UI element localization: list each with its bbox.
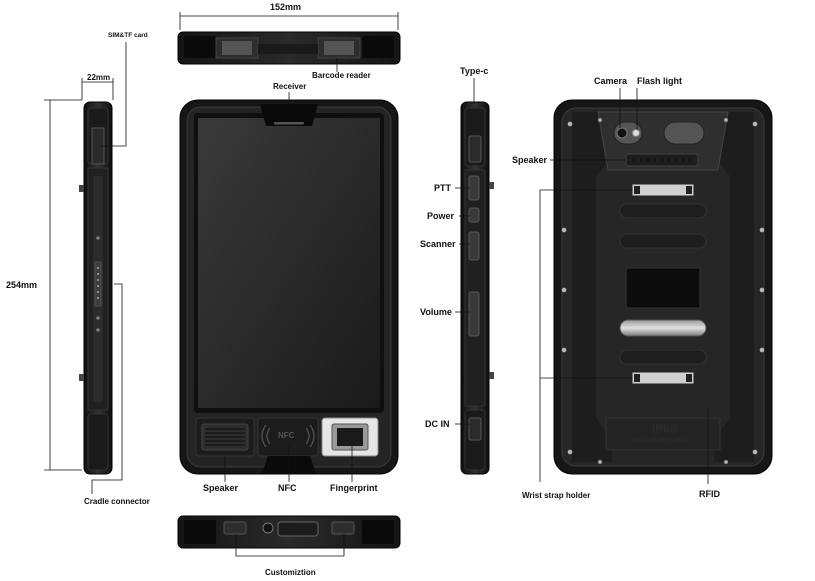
wrist-strap-holder-label: Wrist strap holder: [522, 491, 591, 500]
bottom-connector: [277, 521, 319, 537]
volume-button: [468, 291, 480, 337]
width-dimension: [179, 12, 399, 30]
strap-holder-slot: [634, 374, 640, 382]
bottom-port-left: [223, 521, 247, 535]
nfc-waves: [261, 424, 315, 448]
strap-clip: [79, 185, 84, 192]
strap-clip: [489, 182, 494, 189]
receiver-grill: [274, 122, 304, 125]
speaker-grill: [201, 423, 249, 451]
barcode-window-left: [222, 41, 252, 55]
front-view: [179, 99, 399, 475]
flash-light: [632, 129, 640, 137]
ip-rating-emboss: IP68: [652, 422, 677, 436]
nfc-logo-text: NFC: [278, 431, 295, 440]
back-speaker-grill: [625, 153, 699, 167]
ptt-button: [468, 175, 480, 201]
depth-label: 22mm: [87, 73, 111, 82]
power-label: Power: [427, 211, 455, 221]
nfc-label: NFC: [278, 483, 297, 493]
right-side-view: [460, 101, 494, 475]
camera-label: Camera: [594, 76, 628, 86]
strap-holder-slot: [634, 186, 640, 194]
receiver-label: Receiver: [273, 82, 307, 91]
back-side-grip-left: [572, 112, 612, 462]
strap-clip: [489, 372, 494, 379]
width-label: 152mm: [270, 2, 302, 12]
submersible-emboss: H30 SUBMERSIBLE: [632, 438, 689, 444]
top-mid-strip: [258, 44, 318, 54]
screws: [561, 117, 765, 465]
bottom-view: [177, 515, 401, 549]
customization-label: Customiztion: [265, 568, 316, 577]
back-speaker-label: Speaker: [512, 155, 548, 165]
back-rib: [619, 233, 707, 249]
customization-leader: [235, 534, 345, 557]
scanner-button: [468, 231, 480, 261]
back-rib: [619, 203, 707, 219]
screw-dot: [96, 236, 100, 240]
fingerprint-label: Fingerprint: [330, 483, 378, 493]
cradle-connector-label: Cradle connector: [84, 497, 150, 506]
top-corner-right: [362, 36, 394, 58]
screw-dot: [96, 328, 100, 332]
ptt-label: PTT: [434, 183, 451, 193]
right-middle-rail: [464, 169, 486, 407]
cradle-pins: [94, 261, 102, 307]
top-view: [177, 31, 401, 65]
scanner-label: Scanner: [420, 239, 456, 249]
depth-dimension: [81, 78, 114, 100]
back-rib: [619, 349, 707, 365]
sim-tf-card-label: SIM&TF card: [108, 32, 148, 39]
strap-holder-slot: [686, 374, 692, 382]
volume-label: Volume: [420, 307, 452, 317]
touch-screen: [198, 118, 380, 408]
screw-dot: [96, 316, 100, 320]
front-speaker-label: Speaker: [203, 483, 239, 493]
back-side-grip-right: [714, 112, 754, 462]
strap-holder-bottom: [631, 371, 695, 385]
cradle-leader: [91, 283, 123, 494]
sensor-window: [663, 121, 705, 145]
camera-housing: [613, 121, 643, 145]
camera-lens: [616, 127, 628, 139]
barcode-window-right: [324, 41, 354, 55]
battery-label-area: [625, 267, 701, 309]
bottom-corner-right: [362, 520, 394, 544]
back-view: [553, 99, 773, 475]
power-button: [468, 207, 480, 223]
top-corner-left: [184, 36, 216, 58]
bottom-corner-left: [184, 520, 216, 544]
receiver-notch: [260, 104, 318, 126]
sim-leader: [100, 42, 127, 147]
metal-plate: [619, 319, 707, 337]
dc-in-port: [468, 417, 482, 441]
bottom-hole: [262, 522, 274, 534]
type-c-port: [468, 135, 482, 163]
type-c-label: Type-c: [460, 66, 489, 76]
barcode-reader-label: Barcode reader: [312, 71, 371, 80]
flash-light-label: Flash light: [637, 76, 682, 86]
strap-clip: [79, 374, 84, 381]
fingerprint-sensor: [337, 428, 363, 446]
rfid-area: [605, 417, 721, 451]
left-side-view: [79, 101, 113, 475]
height-dimension: [44, 99, 82, 471]
height-label: 254mm: [6, 280, 38, 290]
dc-in-label: DC IN: [425, 419, 450, 429]
bottom-port-right: [331, 521, 355, 535]
left-bottom-bumper: [87, 413, 109, 471]
strap-holder-slot: [686, 186, 692, 194]
strap-holder-leader-top: [539, 189, 632, 482]
strap-holder-top: [631, 183, 695, 197]
rfid-label: RFID: [699, 489, 720, 499]
